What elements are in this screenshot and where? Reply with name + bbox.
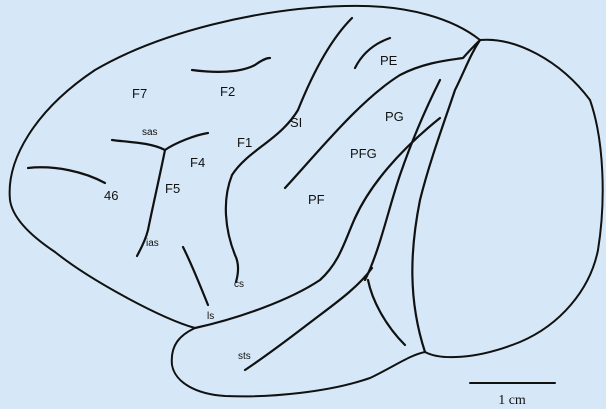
occipital-boundary [412, 40, 480, 352]
central-sulcus [226, 18, 352, 282]
label-f1: F1 [237, 135, 252, 150]
label-f2: F2 [220, 84, 235, 99]
temporal-inner-line [368, 280, 405, 345]
label-f7: F7 [132, 86, 147, 101]
label-pf: PF [308, 192, 325, 207]
temporal-upper-boundary [355, 118, 440, 218]
superior-arcuate-sulcus [112, 133, 208, 150]
label-ias: ias [146, 238, 159, 249]
f2-sulcus [192, 58, 270, 72]
label-46: 46 [104, 188, 118, 203]
label-pe: PE [380, 53, 398, 68]
label-si: SI [290, 115, 302, 130]
principal-sulcus [28, 167, 105, 183]
label-f4: F4 [190, 155, 205, 170]
label-sas: sas [142, 127, 158, 138]
scale-bar-label: 1 cm [498, 393, 526, 408]
label-pg: PG [385, 109, 404, 124]
hemisphere-outline [10, 6, 603, 397]
lateral-short-sulcus [183, 247, 208, 305]
label-cs: cs [234, 279, 244, 290]
label-ls: ls [207, 311, 214, 322]
lateral-sulcus [195, 218, 355, 328]
sts-lower [245, 268, 372, 370]
label-sts: sts [238, 351, 251, 362]
label-f5: F5 [165, 181, 180, 196]
label-pfg: PFG [350, 146, 377, 161]
